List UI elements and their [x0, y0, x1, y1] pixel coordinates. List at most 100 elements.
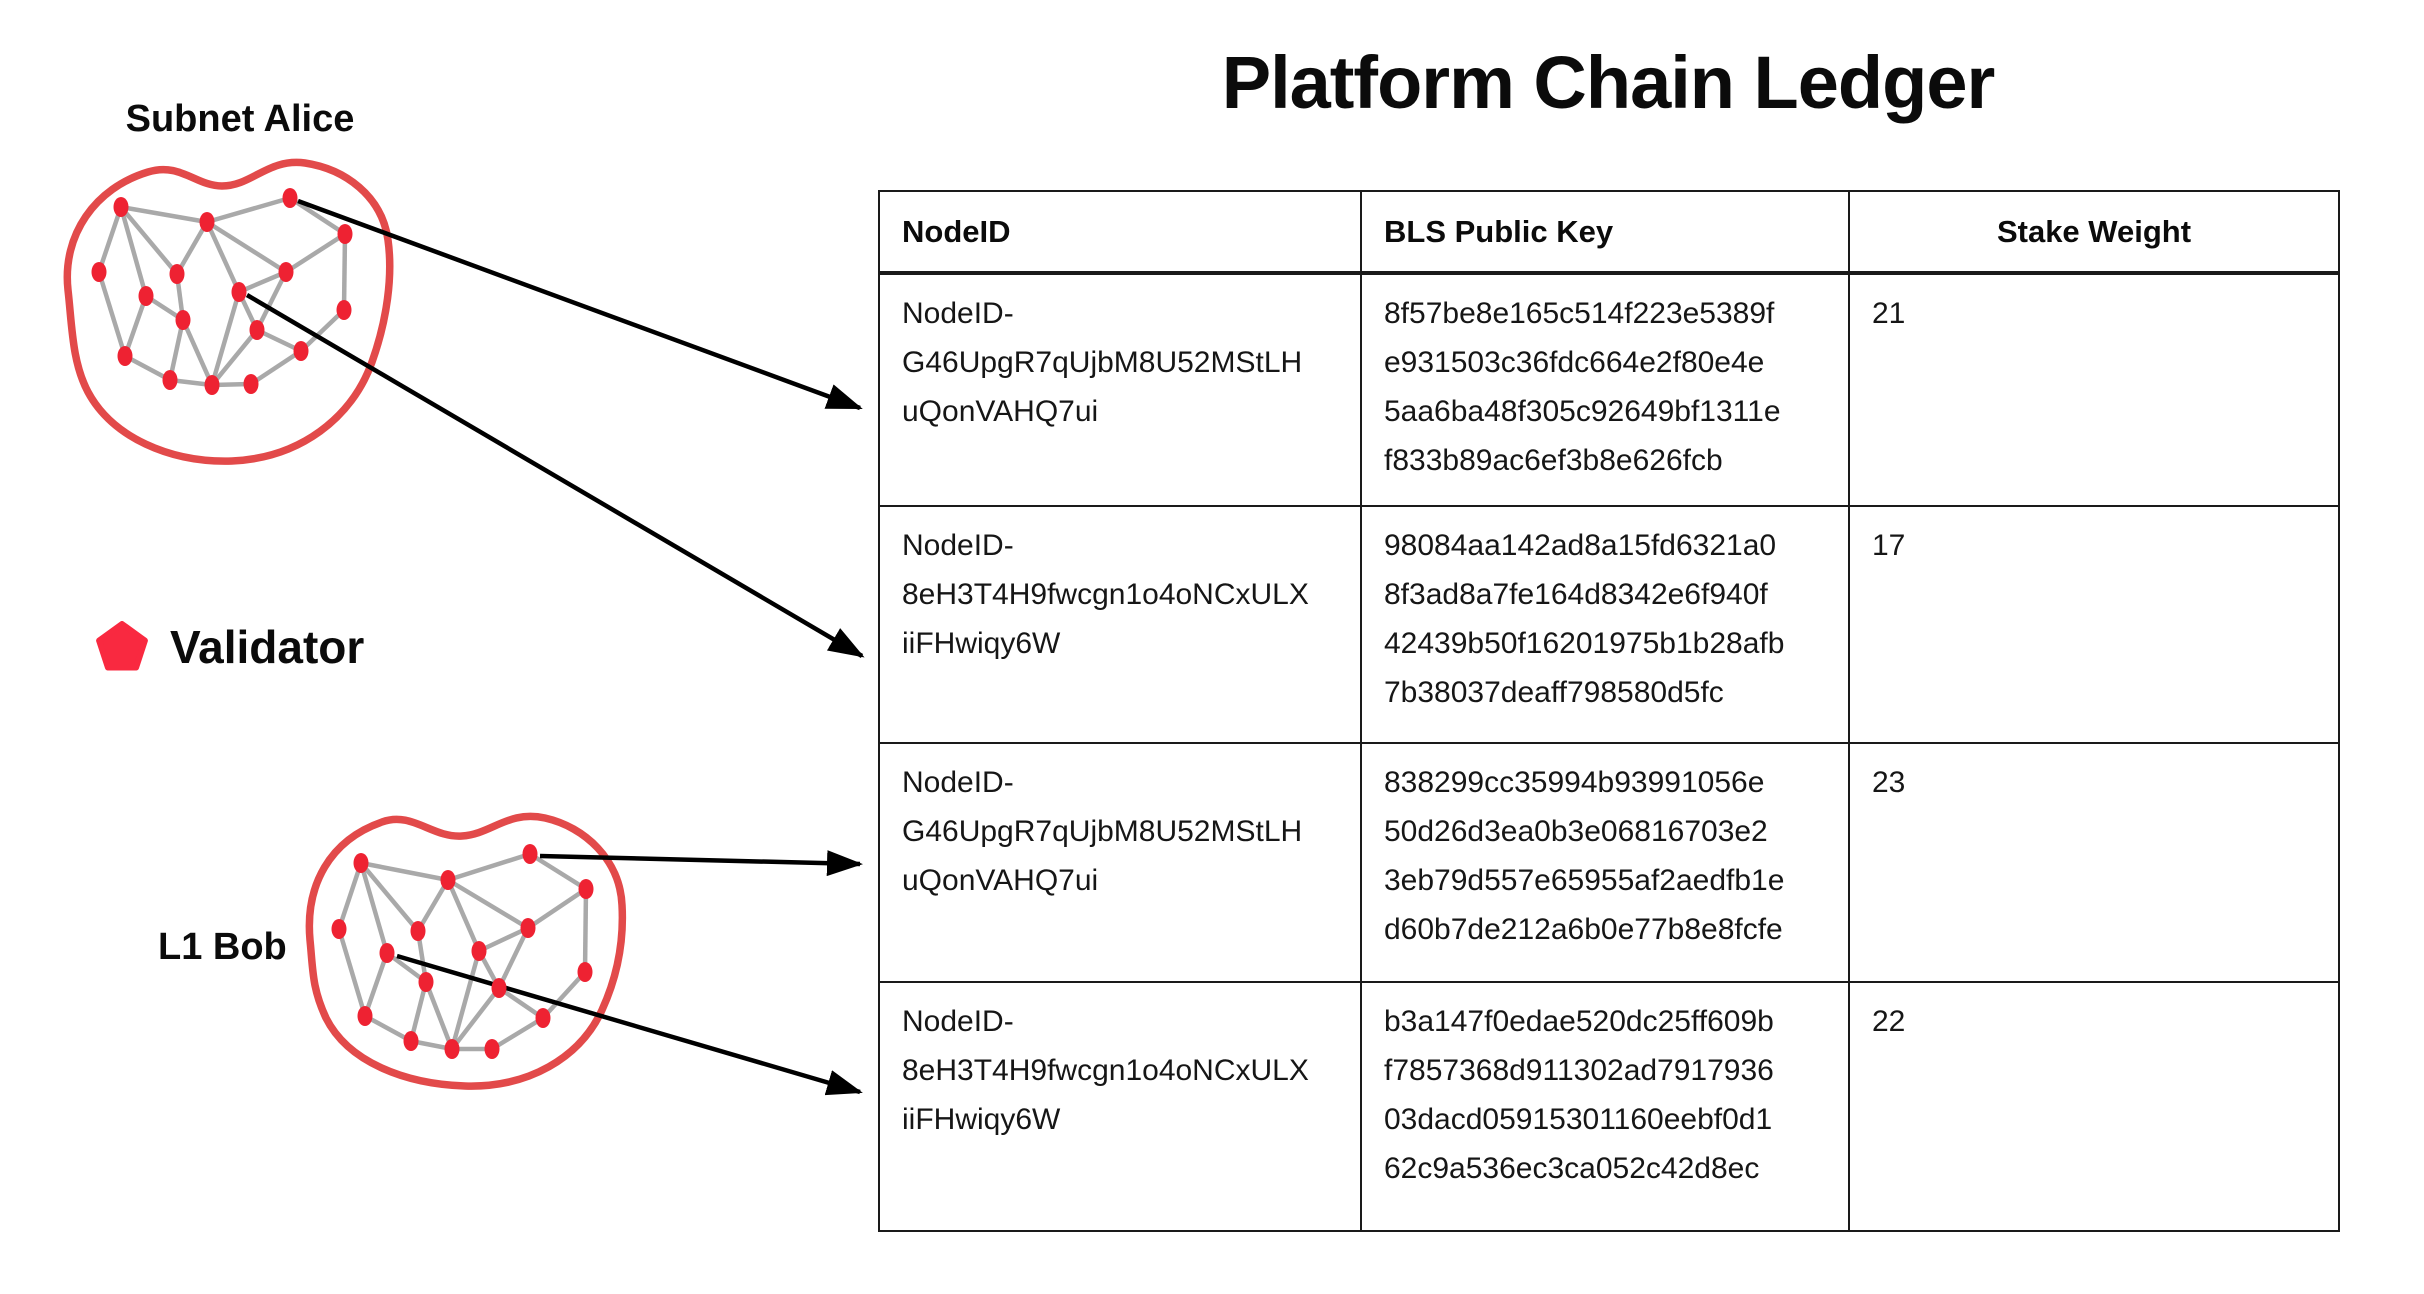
validator-node: [293, 341, 309, 361]
network-edge: [358, 862, 390, 954]
nodeid-cell-line: iiFHwiqy6W: [902, 627, 1061, 660]
stake-weight-cell-line: 23: [1872, 766, 1906, 799]
bls-key-cell-line: 03dacd05915301160eebf0d1: [1384, 1103, 1773, 1136]
network-edge: [96, 206, 124, 273]
network-edge: [360, 860, 449, 883]
network-edge: [490, 1016, 545, 1051]
bls-key-cell: 8f57be8e165c514f223e5389f e931503c36fdc66…: [1360, 272, 1850, 507]
network-edge: [336, 862, 364, 930]
nodeid-cell: NodeID- 8eH3T4H9fwcgn1o4oNCxULX iiFHwiqy6W: [878, 981, 1362, 1232]
network-edge: [96, 271, 128, 357]
validator-node: [117, 346, 133, 366]
nodeid-cell-line: 8eH3T4H9fwcgn1o4oNCxULX: [902, 1054, 1309, 1087]
network-edge: [582, 888, 589, 973]
validator-node: [491, 978, 507, 998]
network-edge: [541, 970, 587, 1020]
stake-weight-cell-line: 17: [1872, 529, 1906, 562]
legend-label: Validator: [170, 621, 365, 673]
validator-node: [199, 212, 215, 232]
bls-key-cell-line: e931503c36fdc664e2f80e4e: [1384, 346, 1765, 379]
network-edge: [299, 308, 346, 353]
network-edge: [478, 925, 529, 954]
pentagon-icon: [96, 621, 148, 671]
nodeid-cell-line: uQonVAHQ7ui: [902, 864, 1099, 897]
nodeid-cell-line: NodeID-: [902, 1005, 1014, 1038]
validator-legend: Validator: [96, 620, 364, 674]
network-edge: [450, 986, 501, 1051]
validator-node: [444, 1039, 460, 1059]
validator-node: [440, 870, 456, 890]
stake-weight-cell: 17: [1848, 505, 2340, 744]
stake-weight-cell: 23: [1848, 742, 2340, 983]
mapping-arrow: [297, 198, 863, 411]
validator-node: [535, 1008, 551, 1028]
bls-key-cell-line: 5aa6ba48f305c92649bf1311e: [1384, 395, 1781, 428]
nodeid-cell-line: NodeID-: [902, 529, 1014, 562]
bls-key-cell-line: 7b38037deaff798580d5fc: [1384, 676, 1724, 709]
stake-weight-cell-line: 21: [1872, 297, 1906, 330]
validator-node: [336, 300, 352, 320]
network-edge: [526, 887, 588, 930]
network-edge: [123, 354, 172, 382]
validator-node: [357, 1006, 373, 1026]
validator-node: [278, 262, 294, 282]
subnet-alice-outline: [63, 158, 394, 465]
network-edge: [120, 204, 208, 225]
network-edge: [416, 878, 450, 933]
validator-node: [418, 972, 434, 992]
validator-node: [520, 918, 536, 938]
validator-node: [169, 264, 185, 284]
col-header-nodeid: NodeID: [878, 190, 1362, 275]
ledger-table: NodeID BLS Public Key Stake Weight NodeI…: [878, 190, 2340, 1232]
nodeid-cell-line: uQonVAHQ7ui: [902, 395, 1099, 428]
validator-node: [204, 375, 220, 395]
network-edge: [122, 295, 149, 357]
validator-node: [175, 310, 191, 330]
network-edge: [254, 270, 289, 332]
network-edge: [284, 232, 347, 274]
bls-key-cell-line: 62c9a536ec3ca052c42d8ec: [1384, 1152, 1760, 1185]
network-edge: [209, 291, 242, 386]
validator-node: [282, 188, 298, 208]
network-edge: [210, 328, 259, 387]
validator-node: [231, 282, 247, 302]
nodeid-cell-line: G46UpgR7qUjbM8U52MStLH: [902, 815, 1303, 848]
network-edge: [408, 981, 429, 1042]
network-edge: [205, 220, 288, 274]
nodeid-cell-line: NodeID-: [902, 297, 1014, 330]
network-edge: [359, 861, 420, 933]
bls-key-cell-line: 42439b50f16201975b1b28afb: [1384, 627, 1785, 660]
subnet-alice-label: Subnet Alice: [125, 98, 355, 140]
network-edge: [288, 196, 347, 236]
bls-key-cell-line: 8f3ad8a7fe164d8342e6f940f: [1384, 578, 1768, 611]
validator-node: [249, 320, 265, 340]
validator-node: [138, 286, 154, 306]
validator-node: [471, 941, 487, 961]
network-edge: [445, 879, 482, 952]
mapping-arrow: [396, 953, 863, 1096]
nodeid-cell: NodeID- 8eH3T4H9fwcgn1o4oNCxULX iiFHwiqy6W: [878, 505, 1362, 744]
bls-key-cell-line: 8f57be8e165c514f223e5389f: [1384, 297, 1775, 330]
network-edge: [449, 950, 482, 1050]
network-edge: [528, 852, 588, 891]
nodeid-cell-line: 8eH3T4H9fwcgn1o4oNCxULX: [902, 578, 1309, 611]
network-edge: [167, 319, 186, 381]
stake-weight-cell-line: 22: [1872, 1005, 1906, 1038]
validator-node: [353, 853, 369, 873]
network-edge: [363, 1014, 413, 1043]
page-title: Platform Chain Ledger: [1221, 41, 1996, 124]
network-edge: [423, 981, 455, 1050]
validator-node: [91, 262, 107, 282]
network-edge: [496, 927, 531, 989]
validator-node: [243, 374, 259, 394]
l1-bob-outline: [305, 812, 627, 1090]
nodeid-cell-line: iiFHwiqy6W: [902, 1103, 1061, 1136]
validator-node: [410, 921, 426, 941]
